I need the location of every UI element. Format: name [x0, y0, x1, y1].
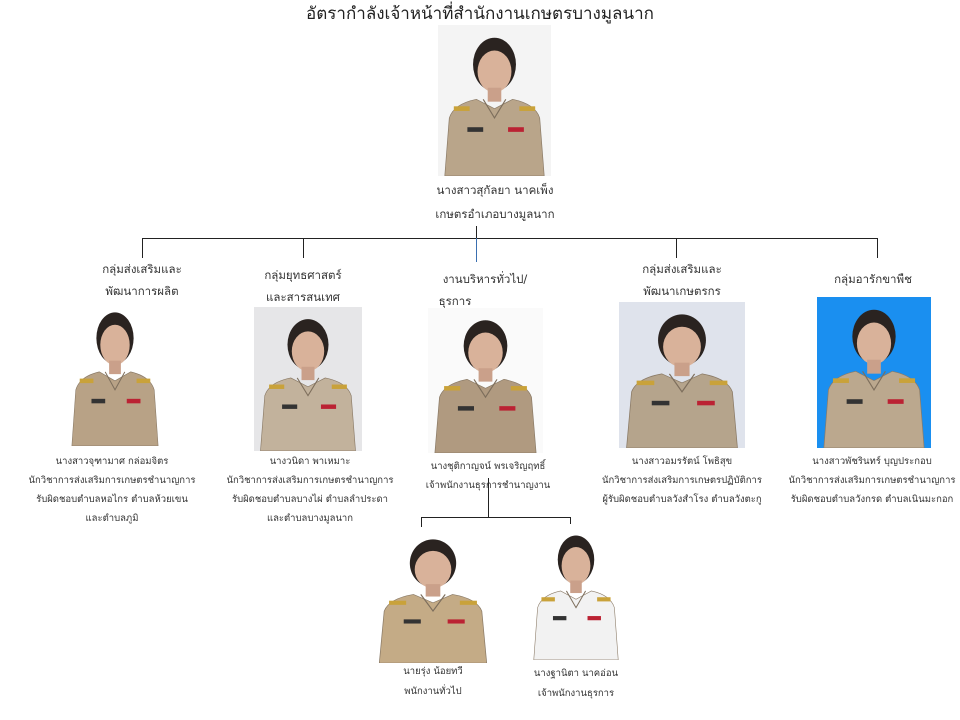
- group-title: ธุรการ: [438, 294, 472, 308]
- group-title: กลุ่มอารักขาพืช: [834, 272, 912, 286]
- staff-photo: [528, 524, 624, 660]
- person-line: รับผิดชอบตำบลวังกรด ตำบลเนินมะกอก: [790, 494, 954, 505]
- person-line: รับผิดชอบตำบลบางไผ่ ตำบลลำประดา: [231, 494, 389, 505]
- person-line: รับผิดชอบตำบลหอไกร ตำบลห้วยเขน: [36, 494, 188, 505]
- connector-g4: [676, 238, 677, 258]
- connector-staff-horizontal: [421, 517, 571, 518]
- person-name: นางวนิดา พาเหมาะ: [269, 456, 351, 467]
- person-line: เจ้าพนักงานธุรการ: [537, 688, 615, 699]
- person-name: นางสาวจุฑามาศ กล่อมจิตร: [55, 456, 169, 467]
- connector-g1: [142, 238, 143, 258]
- group-title: และสารสนเทศ: [266, 290, 340, 304]
- group-title: กลุ่มส่งเสริมและ: [102, 262, 182, 276]
- group-photo: [817, 297, 931, 448]
- connector-g2: [303, 238, 304, 258]
- person-icon: [438, 25, 551, 176]
- group-title: พัฒนาการผลิต: [105, 284, 179, 298]
- chart-title: อัตรากำลังเจ้าหน้าที่สำนักงานเกษตรบางมูล…: [306, 4, 654, 24]
- person-line: นักวิชาการส่งเสริมการเกษตรชำนาญการ: [226, 475, 394, 486]
- head-photo: [438, 25, 551, 176]
- person-icon: [428, 308, 543, 453]
- connector-g5: [877, 238, 878, 258]
- group-photo: [619, 302, 745, 448]
- head-position: เกษตรอำเภอบางมูลนาก: [435, 207, 555, 221]
- person-name: นางชุติกาญจน์ พรเจริญฤทธิ์: [430, 461, 546, 472]
- group-title: กลุ่มยุทธศาสตร์: [264, 268, 342, 282]
- person-line: นักวิชาการส่งเสริมการเกษตรชำนาญการ: [28, 475, 196, 486]
- connector-staff: [488, 478, 489, 517]
- person-icon: [528, 524, 624, 660]
- connector-head: [476, 226, 477, 238]
- person-icon: [254, 307, 362, 451]
- person-line: นักวิชาการส่งเสริมการเกษตรปฏิบัติการ: [602, 475, 762, 486]
- person-name: นางสาวพัชรินทร์ บุญประกอบ: [812, 456, 932, 467]
- group-title: พัฒนาเกษตรกร: [643, 284, 721, 298]
- person-icon: [66, 300, 164, 446]
- person-line: พนักงานทั่วไป: [404, 686, 462, 697]
- connector-horizontal: [142, 238, 878, 239]
- person-line: เจ้าพนักงานธุรการชำนาญงาน: [425, 480, 551, 491]
- group-title: กลุ่มส่งเสริมและ: [642, 262, 722, 276]
- group-photo: [254, 307, 362, 451]
- group-photo: [428, 308, 543, 453]
- person-icon: [817, 297, 931, 448]
- connector-s2: [570, 517, 571, 525]
- person-name: นางสาวอมรรัตน์ โพธิสุข: [631, 456, 733, 467]
- person-icon: [619, 302, 745, 448]
- person-line: ผู้รับผิดชอบตำบลวังสำโรง ตำบลวังตะกู: [602, 494, 762, 505]
- staff-photo: [372, 528, 494, 663]
- person-line: และตำบลบางมูลนาก: [266, 513, 354, 524]
- connector-g3: [476, 238, 477, 262]
- group-title: งานบริหารทั่วไป/: [442, 272, 528, 286]
- person-name: นางฐานิตา นาคอ่อน: [533, 668, 619, 679]
- connector-s1: [421, 517, 422, 527]
- head-name: นางสาวสุกัลยา นาคเพ็ง: [436, 183, 554, 197]
- person-name: นายรุ่ง น้อยทวี: [403, 666, 463, 677]
- person-line: นักวิชาการส่งเสริมการเกษตรชำนาญการ: [788, 475, 956, 486]
- person-icon: [372, 528, 494, 663]
- person-line: และตำบลภูมิ: [85, 513, 139, 524]
- group-photo: [66, 300, 164, 446]
